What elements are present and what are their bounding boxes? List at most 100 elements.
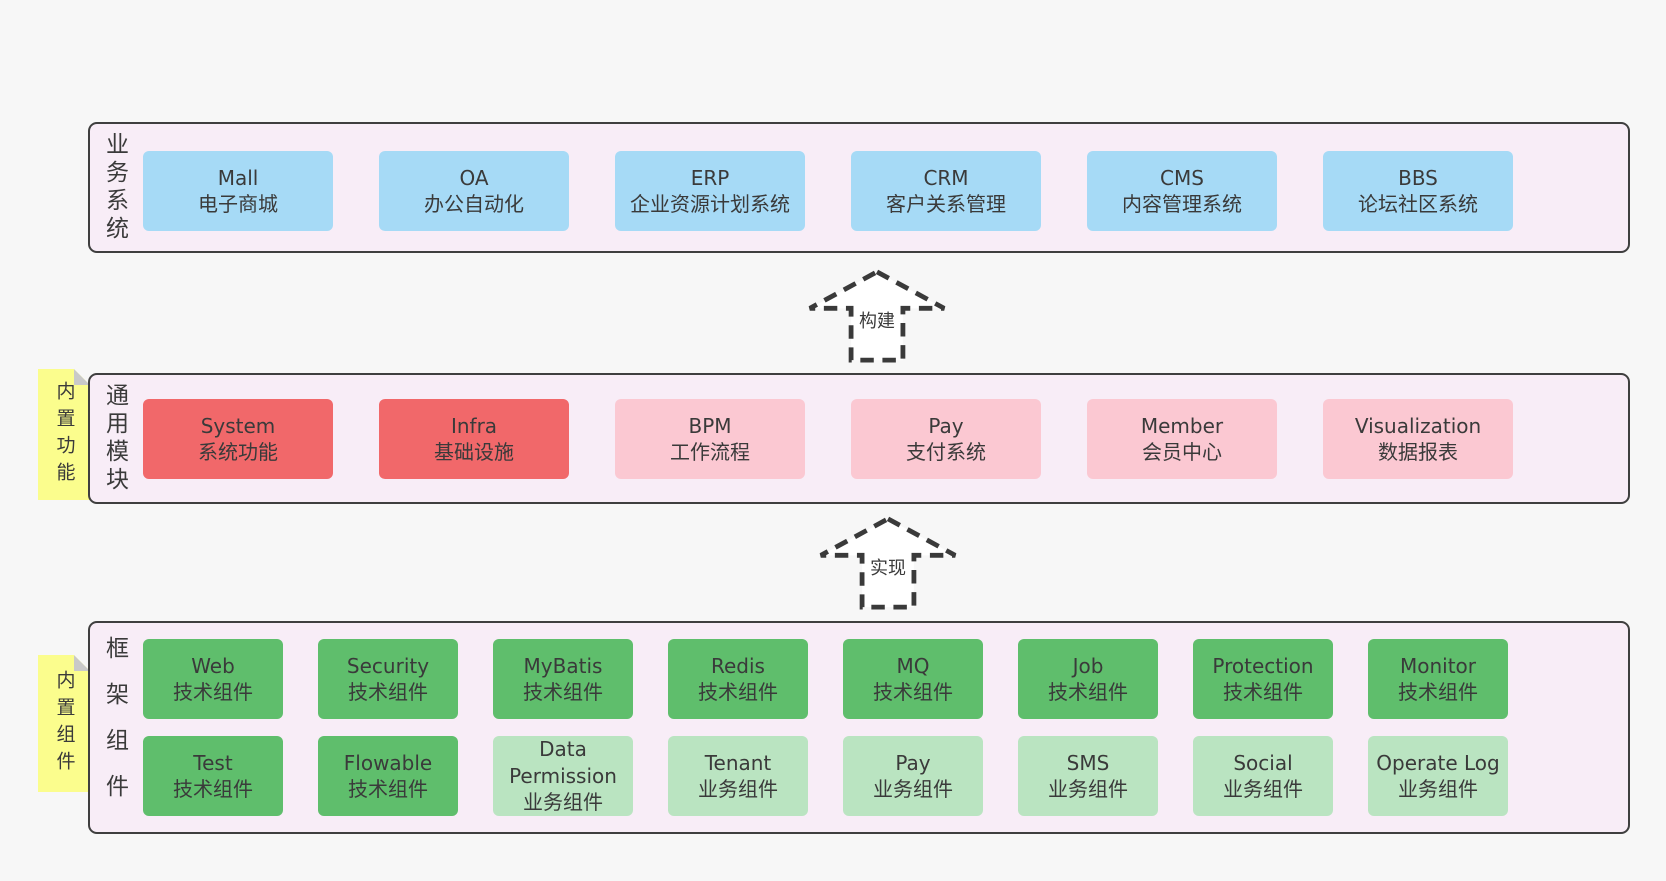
box-title: Infra	[450, 413, 498, 438]
box-title: Member	[1140, 413, 1224, 438]
band-title: 业务系统	[96, 124, 132, 251]
box-subtitle: 论坛社区系统	[1358, 192, 1478, 216]
box-title: System	[200, 413, 276, 438]
band-title-text: 框架组件	[101, 635, 128, 820]
box-subtitle: 技术组件	[348, 777, 428, 801]
box-title: Social	[1233, 750, 1293, 775]
box-subtitle: 技术组件	[173, 680, 253, 704]
box-subtitle: 技术组件	[348, 680, 428, 704]
box-subtitle: 业务组件	[1398, 777, 1478, 801]
box-subtitle: 业务组件	[873, 777, 953, 801]
box-title: SMS	[1066, 750, 1110, 775]
box-subtitle: 业务组件	[1223, 777, 1303, 801]
box-title: Pay	[928, 413, 964, 438]
box-subtitle: 技术组件	[698, 680, 778, 704]
band-title: 通用模块	[96, 375, 132, 502]
arrow-implement-label: 实现	[868, 557, 908, 580]
box-subtitle: 基础设施	[434, 440, 514, 464]
box-subtitle: 技术组件	[873, 680, 953, 704]
arrow-build: 构建	[797, 268, 957, 364]
box-subtitle: 工作流程	[670, 440, 750, 464]
box-title: Operate Log	[1376, 750, 1500, 775]
note-label: 内置组件	[53, 669, 76, 778]
box-title: Flowable	[343, 750, 433, 775]
box-title: Mall	[217, 165, 259, 190]
box-subtitle: 技术组件	[1223, 680, 1303, 704]
box-subtitle: 技术组件	[1398, 680, 1478, 704]
box-title: Monitor	[1399, 653, 1477, 678]
box-subtitle: 办公自动化	[424, 192, 524, 216]
box-title: Visualization	[1354, 413, 1482, 438]
box-title: Test	[193, 750, 233, 775]
box-title: Protection	[1212, 653, 1314, 678]
box-title: OA	[459, 165, 489, 190]
box-title: Security	[346, 653, 430, 678]
note-built-in-components: 内置组件	[38, 655, 90, 792]
band-title-text: 业务系统	[101, 131, 128, 244]
box-title: BBS	[1398, 165, 1438, 190]
box-title: Tenant	[704, 750, 772, 775]
box-subtitle: 企业资源计划系统	[630, 192, 790, 216]
band-title-text: 通用模块	[101, 382, 128, 495]
box-title: Data Permission	[509, 737, 617, 788]
box-subtitle: 技术组件	[523, 680, 603, 704]
box-title: MyBatis	[523, 653, 603, 678]
box-subtitle: 数据报表	[1378, 440, 1458, 464]
note-built-in-features: 内置功能	[38, 369, 90, 500]
box-subtitle: 会员中心	[1142, 440, 1222, 464]
arrow-implement: 实现	[808, 515, 968, 611]
box-title: ERP	[690, 165, 730, 190]
box-subtitle: 业务组件	[698, 777, 778, 801]
box-title: Pay	[895, 750, 931, 775]
box-title: MQ	[896, 653, 930, 678]
box-title: CRM	[923, 165, 969, 190]
box-title: Job	[1072, 653, 1104, 678]
box-subtitle: 技术组件	[1048, 680, 1128, 704]
box-subtitle: 内容管理系统	[1122, 192, 1242, 216]
arrow-build-label: 构建	[857, 310, 897, 333]
box-title: BPM	[688, 413, 732, 438]
box-subtitle: 支付系统	[906, 440, 986, 464]
box-title: CMS	[1160, 165, 1204, 190]
note-label: 内置功能	[53, 380, 76, 489]
box-subtitle: 电子商城	[198, 192, 278, 216]
band-title: 框架组件	[96, 623, 132, 832]
box-subtitle: 业务组件	[1048, 777, 1128, 801]
